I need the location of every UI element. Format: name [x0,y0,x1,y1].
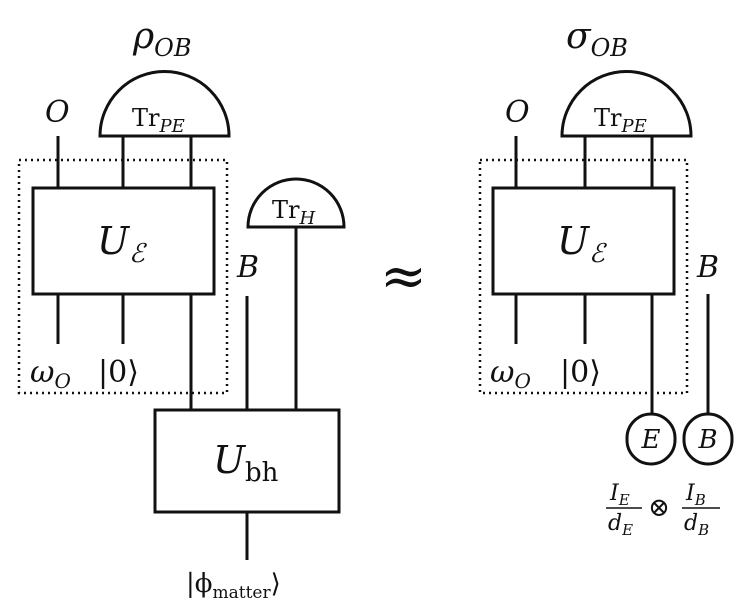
left-trace-pe-label: TrPE [132,104,185,137]
right-maximally-mixed-expression: IE dE ⊗ IB dB [606,481,720,539]
left-omega-label: ωO [30,355,71,393]
right-omega-label: ωO [490,355,531,393]
right-label-b: B [696,250,719,285]
frac-b-numerator: IB [685,481,706,509]
left-matter-state: |ϕmatter⟩ [186,569,281,603]
frac-b-denominator: dB [684,511,709,539]
left-label-b: B [236,250,259,285]
frac-e-denominator: dE [608,511,633,539]
right-unitary-label: Uℰ [557,219,607,269]
left-circuit: ρOB TrPE O Uℰ ωO |0⟩ TrH B Ubh [17,16,346,603]
left-trace-h-dome [246,177,346,229]
left-bh-unitary-label: Ubh [213,438,279,488]
left-ket-zero: |0⟩ [98,355,139,390]
right-title: σOB [566,16,628,62]
left-unitary-label: Uℰ [97,219,147,269]
right-ket-zero: |0⟩ [560,355,601,390]
left-trace-h-label: TrH [272,196,315,229]
frac-e-numerator: IE [609,481,630,509]
right-unitary-box [491,186,676,296]
left-trace-pe-dome [98,70,231,138]
left-label-o: O [45,95,70,130]
right-state-b [682,412,734,466]
right-label-o: O [505,95,530,130]
right-circuit: σOB TrPE O Uℰ ωO |0⟩ B E B IE [478,16,734,539]
tensor-symbol: ⊗ [648,493,670,523]
right-state-e-label: E [641,425,661,455]
right-trace-pe-dome [560,70,693,138]
left-dotted-boundary [17,158,229,395]
approx-symbol: ≈ [380,244,427,309]
right-state-b-label: B [697,425,717,455]
left-title: ρOB [132,16,191,62]
right-trace-pe-label: TrPE [594,104,647,137]
right-dotted-boundary [478,158,689,395]
left-unitary-box [31,186,216,296]
right-state-e [625,412,677,466]
